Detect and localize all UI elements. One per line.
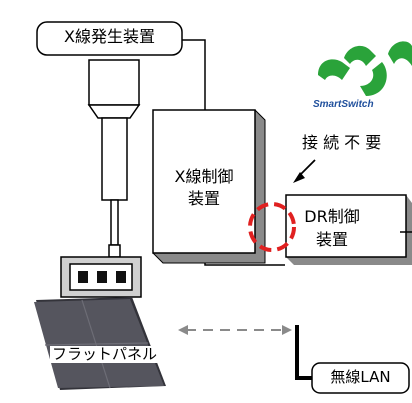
xray-generator-box [36,21,183,56]
wireless-lan-label: 無線LAN [330,368,391,386]
wireless-lan-box [311,362,410,394]
dr-controller-box [285,194,412,265]
antenna-icon [295,325,312,380]
smartswitch-logo-icon [318,41,412,96]
flat-panel-label: フラットパネル [50,345,160,364]
brand-name: SmartSwitch [313,99,374,110]
xray-controller-label-line2: 装置 [187,189,220,208]
dr-controller-label-line2: 装置 [315,230,348,249]
xray-generator-label: X線発生装置 [64,27,155,46]
no-connection-marker [248,202,296,252]
xray-controller-label-line1: X線制御 [174,167,234,186]
wireless-link-arrow [178,325,292,335]
dr-controller-label: DR制御 装置 [286,205,378,251]
flat-panel-icon [34,297,166,390]
xray-controller-box [152,109,266,264]
xray-controller-label: X線制御 装置 [153,166,255,210]
no-connection-note: 接 続 不 要 [302,133,382,152]
dr-controller-label-line1: DR制御 [304,207,360,226]
note-arrow-icon [293,159,316,183]
xray-tube-icon [60,59,142,298]
